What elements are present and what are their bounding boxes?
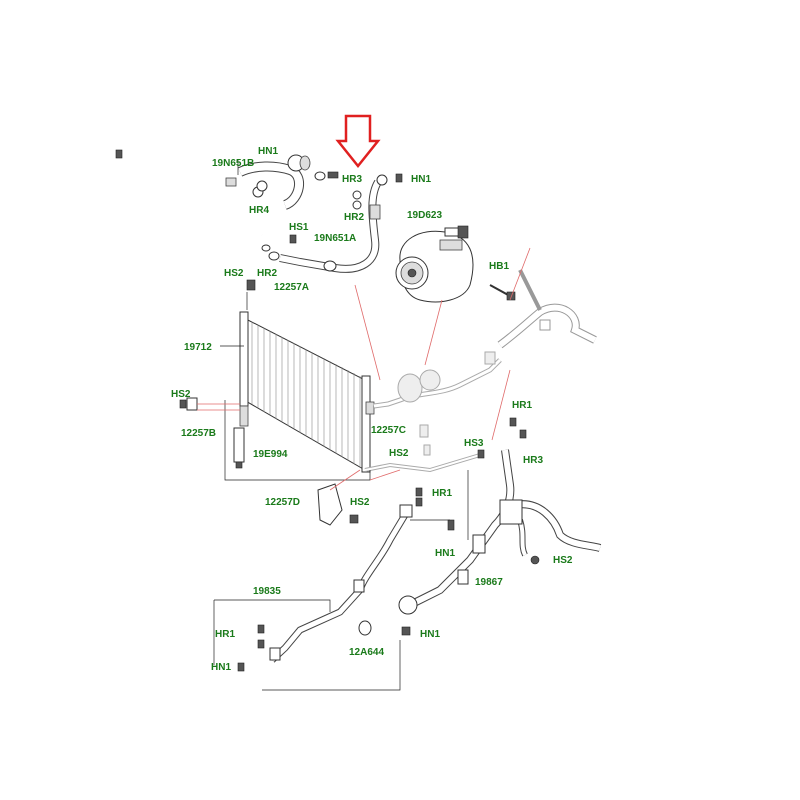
- label-19e994: 19E994: [253, 449, 288, 460]
- label-hn1: HN1: [420, 629, 440, 640]
- label-hr1: HR1: [432, 488, 452, 499]
- label-12a644: 12A644: [349, 647, 384, 658]
- label-hs2: HS2: [389, 448, 409, 459]
- label-hn1: HN1: [258, 146, 278, 157]
- label-hs2: HS2: [171, 389, 191, 400]
- label-hn1: HN1: [411, 174, 431, 185]
- callout-labels: HN1 19N651B HR4 HR3 HN1 HR2 19D623 HS1 1…: [171, 146, 573, 673]
- label-12257d: 12257D: [265, 497, 300, 508]
- label-19n651b: 19N651B: [212, 158, 254, 169]
- label-12257b: 12257B: [181, 428, 216, 439]
- dryer-19e994: [233, 427, 245, 469]
- label-12257a: 12257A: [274, 282, 309, 293]
- label-hr2: HR2: [344, 212, 364, 223]
- bracket-12257d: [317, 483, 359, 526]
- label-hn1: HN1: [211, 662, 231, 673]
- label-19n651a: 19N651A: [314, 233, 356, 244]
- hose-upper-right: [497, 269, 597, 349]
- compressor-19d623: [395, 225, 474, 303]
- red-leader-lines: [197, 247, 531, 491]
- fittings-top-middle: [314, 171, 362, 210]
- red-down-arrow-icon: [335, 114, 381, 169]
- label-hr2: HR2: [257, 268, 277, 279]
- hose-19n651b: [220, 154, 311, 239]
- label-19d623: 19D623: [407, 210, 442, 221]
- label-19712: 19712: [184, 342, 212, 353]
- label-hr3: HR3: [342, 174, 362, 185]
- label-hs1: HS1: [289, 222, 309, 233]
- condenser-19712: [239, 311, 375, 473]
- hose-19n651a: [261, 174, 388, 273]
- label-12257c: 12257C: [371, 425, 406, 436]
- fasteners: [115, 149, 527, 672]
- label-19867: 19867: [475, 577, 503, 588]
- label-hs3: HS3: [464, 438, 484, 449]
- label-hb1: HB1: [489, 261, 509, 272]
- label-19835: 19835: [253, 586, 281, 597]
- label-hn1: HN1: [435, 548, 455, 559]
- label-hs2: HS2: [553, 555, 573, 566]
- hose-19835: [269, 504, 413, 663]
- bolt-hb1: [489, 284, 516, 301]
- pipes-middle: [364, 351, 502, 473]
- hose-19867: [398, 449, 602, 615]
- label-hr4: HR4: [249, 205, 269, 216]
- label-hs2: HS2: [224, 268, 244, 279]
- label-hr3: HR3: [523, 455, 543, 466]
- label-hr1: HR1: [215, 629, 235, 640]
- label-hr1: HR1: [512, 400, 532, 411]
- leader-lines: [213, 160, 469, 691]
- label-hs2: HS2: [350, 497, 370, 508]
